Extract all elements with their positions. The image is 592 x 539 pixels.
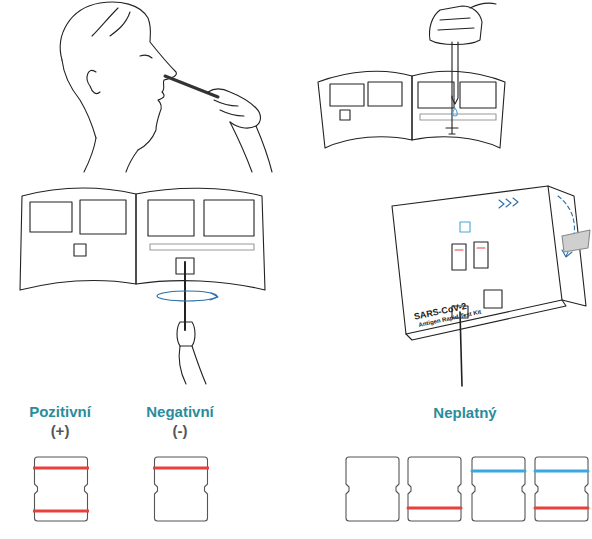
result-window: Negativní(-) [140,402,220,440]
window-outline [153,455,209,525]
invalid-windows [346,457,588,521]
booklet-dropper-illustration [318,3,505,148]
window-outline [33,455,89,525]
result-line [33,510,89,513]
result-sign: (+) [20,421,100,440]
result-window: Pozitivní(+) [20,402,100,440]
result-line [33,467,89,470]
booklet-swab-illustration [20,188,265,384]
result-line [153,467,209,470]
result-heading: Neplatný [433,404,496,421]
result-sign: (-) [140,421,220,440]
result-heading: Pozitivní [20,402,100,421]
test-card-illustration [392,186,590,386]
face-swab-illustration [60,2,272,172]
result-heading: Negativní [140,402,220,421]
